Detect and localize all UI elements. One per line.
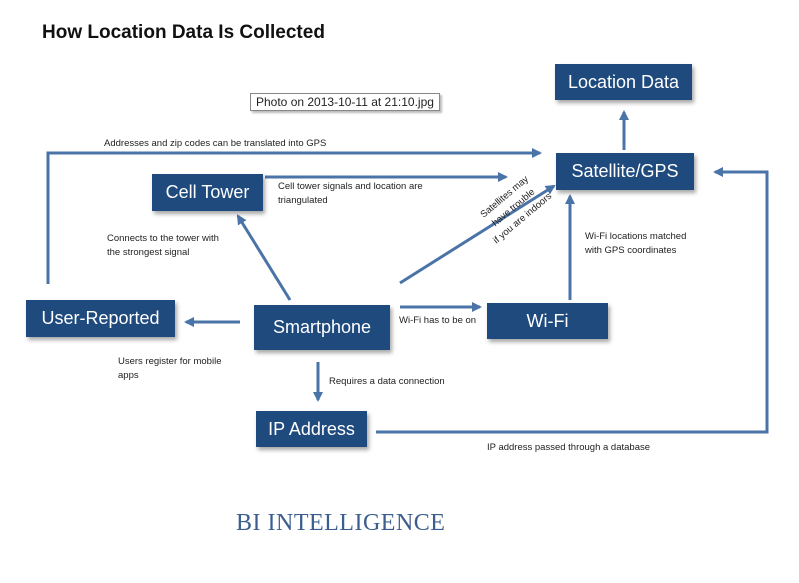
label-wifi-on: Wi-Fi has to be on	[399, 315, 477, 326]
node-cell-tower: Cell Tower	[152, 174, 263, 211]
node-smartphone-label: Smartphone	[272, 317, 372, 337]
label-connects-line1: Connects to the tower with	[107, 233, 219, 244]
node-satellite-gps: Satellite/GPS	[556, 153, 694, 190]
file-tooltip: Photo on 2013-10-11 at 21:10.jpg	[250, 93, 440, 111]
arrow-ip-to-satellite	[376, 167, 769, 434]
page-title: How Location Data Is Collected	[42, 22, 325, 43]
label-connects: Connects to the tower with the strongest…	[107, 232, 219, 260]
label-wifi-matched: Wi-Fi locations matched with GPS coordin…	[585, 230, 686, 258]
node-cell-tower-label: Cell Tower	[165, 182, 250, 202]
node-location-data: Location Data	[555, 64, 692, 100]
label-addresses: Addresses and zip codes can be translate…	[104, 138, 327, 149]
label-users-register: Users register for mobile apps	[118, 355, 221, 383]
label-data-connection: Requires a data connection	[329, 376, 445, 387]
node-wifi: Wi-Fi	[487, 303, 608, 339]
node-location-data-label: Location Data	[567, 71, 680, 92]
label-ip-passed: IP address passed through a database	[487, 442, 651, 453]
label-wifi-matched-line1: Wi-Fi locations matched	[585, 231, 687, 242]
label-users-register-line2: apps	[118, 370, 139, 381]
arrow-smartphone-to-celltower	[236, 214, 292, 301]
arrow-smartphone-to-satellite	[399, 184, 556, 285]
label-wifi-matched-line2: with GPS coordinates	[585, 245, 677, 256]
label-cell-signals-line2: triangulated	[278, 195, 328, 206]
node-smartphone: Smartphone	[254, 305, 390, 350]
node-satellite-gps-label: Satellite/GPS	[571, 161, 679, 181]
label-cell-signals: Cell tower signals and location are tria…	[278, 180, 423, 208]
node-user-reported: User-Reported	[26, 300, 175, 337]
label-connects-line2: the strongest signal	[107, 247, 190, 258]
brand-logo: BI INTELLIGENCE	[236, 510, 446, 536]
label-cell-signals-line1: Cell tower signals and location are	[278, 181, 423, 192]
node-ip-address-label: IP Address	[268, 418, 355, 439]
label-users-register-line1: Users register for mobile	[118, 356, 222, 367]
node-wifi-label: Wi-Fi	[526, 310, 569, 331]
node-user-reported-label: User-Reported	[41, 308, 160, 328]
node-ip-address: IP Address	[256, 411, 367, 447]
arrow-user-to-satellite	[46, 148, 542, 284]
